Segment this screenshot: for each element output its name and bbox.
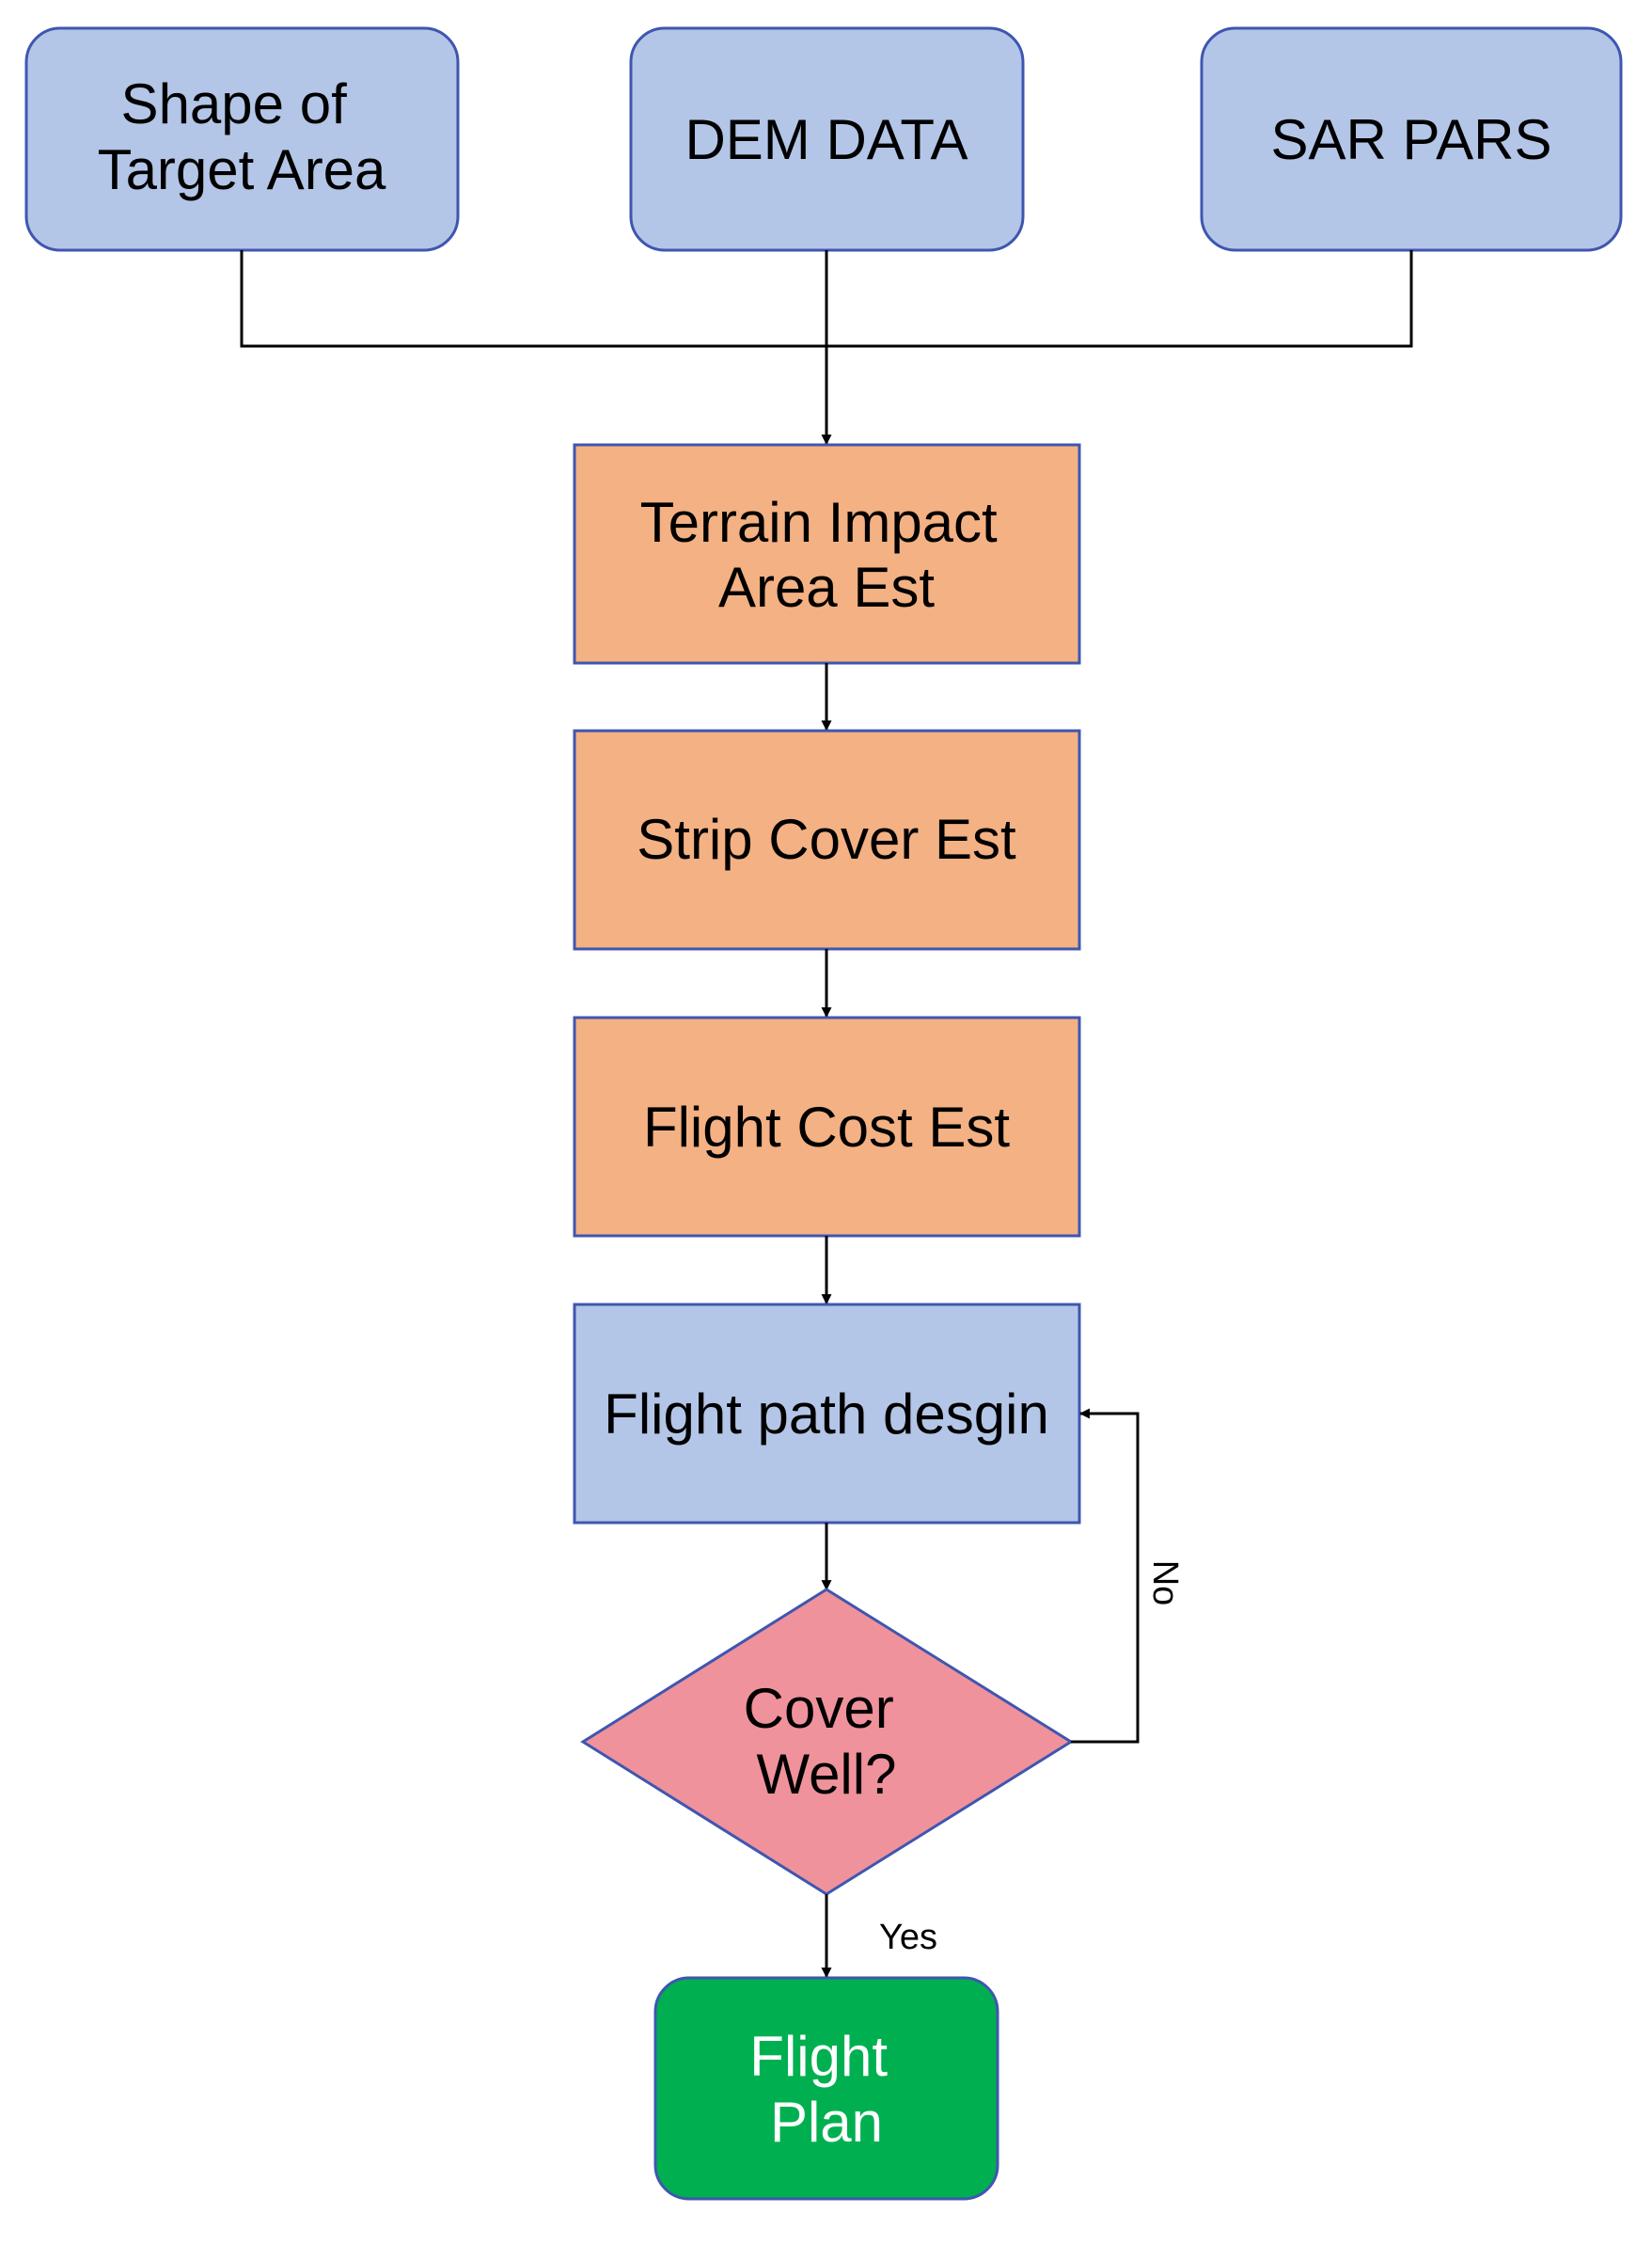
node-shape-of-target-area: Shape of Target Area xyxy=(24,26,460,252)
node-flight-plan: Flight Plan xyxy=(653,1976,999,2201)
node-flight-cost-box xyxy=(573,1016,1081,1238)
node-flight-path-line-1: Flight path desgin xyxy=(604,1383,1049,1446)
node-flight-path: Flight path desgin xyxy=(573,1303,1081,1525)
svg-text:Flight Plan: Flight Plan xyxy=(749,2025,903,2154)
edge-decision-no-loop xyxy=(1071,1408,1140,1744)
svg-text:Shape of Target Area: Shape of Target Area xyxy=(98,72,386,201)
node-strip-cover-box xyxy=(573,729,1081,951)
node-cover-well-line-2: Well? xyxy=(757,1743,897,1806)
node-terrain-impact-box xyxy=(573,443,1081,665)
edge-label-yes: Yes xyxy=(879,1918,937,1957)
edge-sar-to-merge xyxy=(826,250,1413,348)
node-dem-data-line-1: DEM DATA xyxy=(684,108,968,171)
node-terrain-impact-line-2: Area Est xyxy=(718,556,935,619)
node-terrain-impact-line-1: Terrain Impact xyxy=(640,491,998,554)
node-cover-well-diamond xyxy=(580,1588,1074,1896)
node-flight-cost: Flight Cost Est xyxy=(573,1016,1081,1238)
node-flight-cost-line-1: Flight Cost Est xyxy=(643,1096,1010,1159)
node-flight-plan-line-1: Flight xyxy=(749,2025,888,2088)
node-cover-well-line-1: Cover xyxy=(744,1677,894,1740)
node-flight-plan-box xyxy=(653,1976,999,2201)
node-shape-of-target-area-line-2: Target Area xyxy=(98,138,386,201)
svg-text:Flight path desgin: Flight path desgin xyxy=(604,1383,1049,1446)
svg-text:Terrain Impact Area Est: Terrain Impact Area Est xyxy=(640,491,1014,619)
node-terrain-impact: Terrain Impact Area Est xyxy=(573,443,1081,665)
node-strip-cover: Strip Cover Est xyxy=(573,729,1081,951)
node-shape-of-target-area-line-1: Shape of xyxy=(121,72,348,135)
node-sar-pars: SAR PARS xyxy=(1200,26,1623,252)
svg-text:Flight Cost Est: Flight Cost Est xyxy=(643,1096,1010,1159)
node-flight-plan-line-2: Plan xyxy=(770,2091,883,2154)
svg-text:Cover Well?: Cover Well? xyxy=(744,1677,910,1806)
edge-label-no: No xyxy=(1145,1560,1185,1606)
node-dem-data: DEM DATA xyxy=(629,26,1025,252)
node-strip-cover-line-1: Strip Cover Est xyxy=(637,808,1016,871)
edge-shape-to-merge xyxy=(240,250,826,348)
svg-text:DEM DATA: DEM DATA xyxy=(684,108,968,171)
svg-text:SAR PARS: SAR PARS xyxy=(1271,108,1552,171)
node-sar-pars-line-1: SAR PARS xyxy=(1271,108,1552,171)
node-cover-well: Cover Well? xyxy=(580,1588,1074,1896)
svg-text:Strip Cover Est: Strip Cover Est xyxy=(637,808,1016,871)
